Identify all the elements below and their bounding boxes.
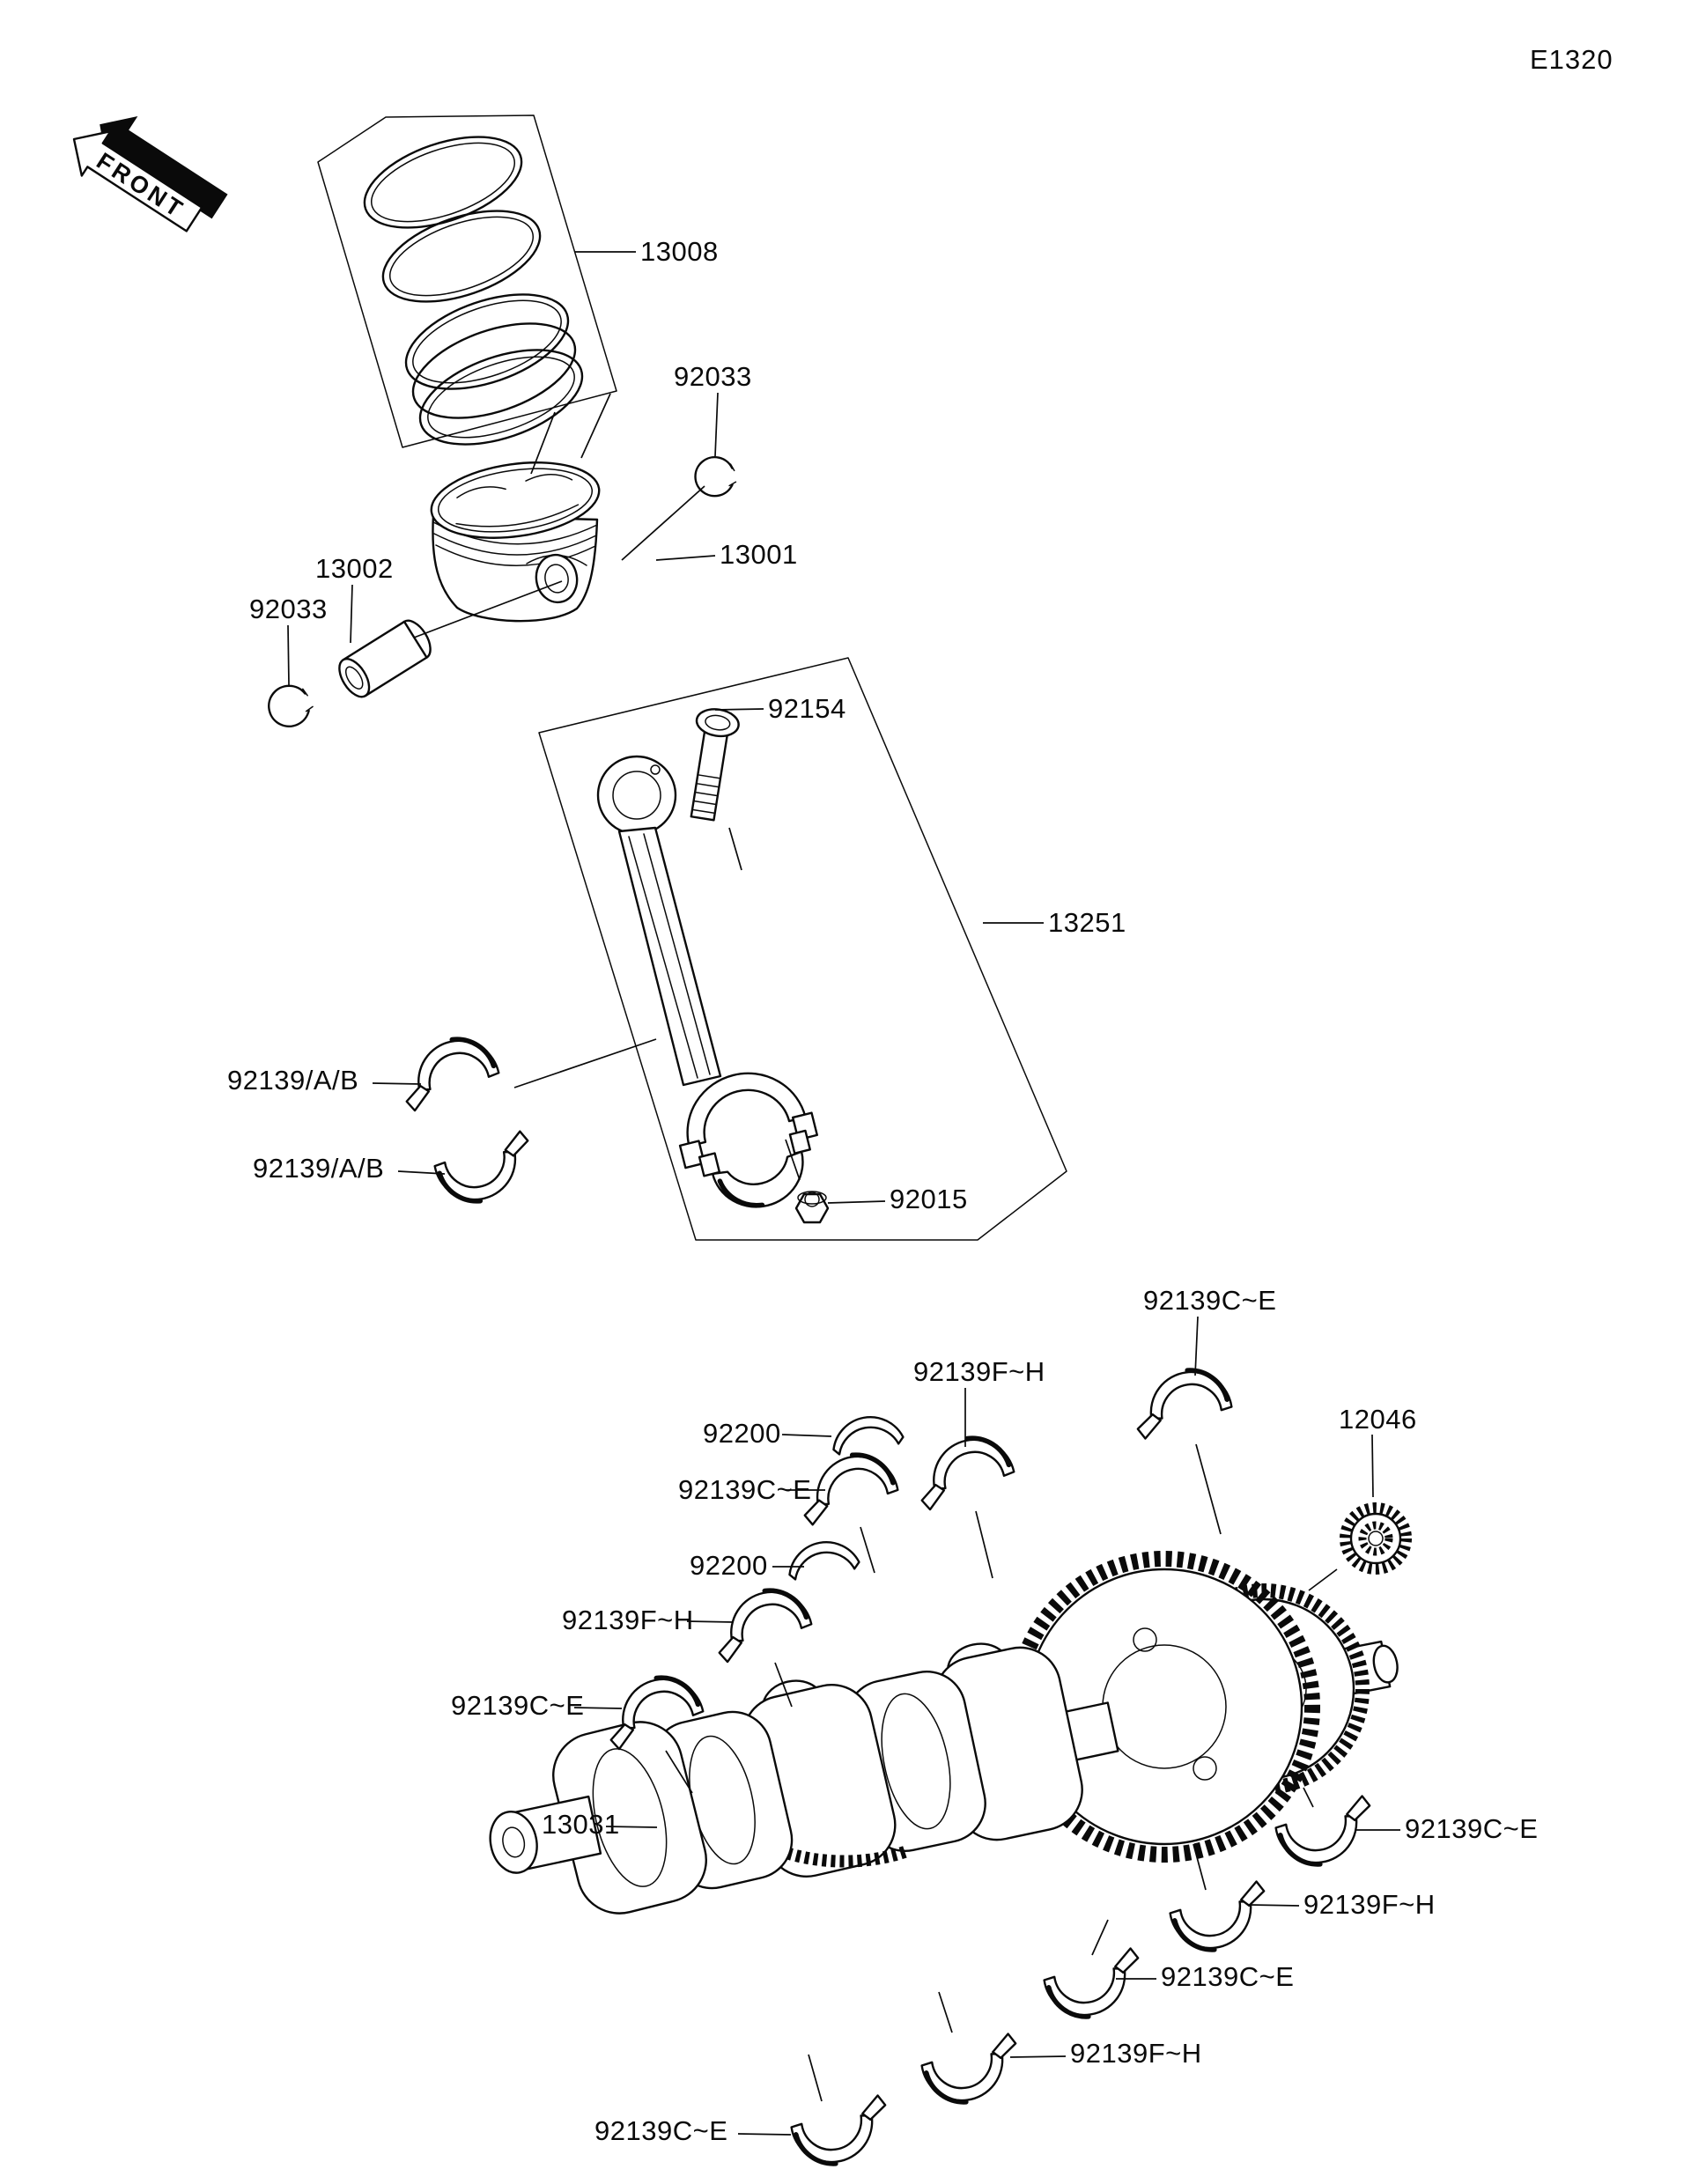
piston-pin-art bbox=[338, 619, 432, 698]
rod-bearing-upper-art bbox=[405, 1037, 500, 1112]
diagram-code: E1320 bbox=[1530, 44, 1613, 75]
part-label-13031[interactable]: 13031 bbox=[542, 1809, 620, 1840]
part-label-92033-b[interactable]: 92033 bbox=[249, 594, 328, 624]
main-bearing-art bbox=[920, 1435, 1015, 1511]
connector-lines bbox=[413, 393, 1338, 2102]
rod-panel-outline bbox=[538, 657, 1067, 1241]
part-label-92139-ab-1[interactable]: 92139/A/B bbox=[227, 1065, 359, 1096]
part-label-92139-fh-4[interactable]: 92139F~H bbox=[1070, 2038, 1202, 2069]
main-bearing-art bbox=[1043, 1947, 1140, 2019]
gear-12046-art bbox=[1340, 1502, 1412, 1575]
part-label-92139-ce-1[interactable]: 92139C~E bbox=[1143, 1285, 1277, 1316]
part-label-92200-b[interactable]: 92200 bbox=[690, 1550, 768, 1581]
main-bearing-art bbox=[920, 2033, 1017, 2105]
part-label-92139-ce-5[interactable]: 92139C~E bbox=[1161, 1961, 1295, 1992]
piston-art bbox=[430, 461, 601, 623]
main-bearing-art bbox=[1169, 1880, 1266, 1952]
thrust-washer-art bbox=[832, 1416, 905, 1456]
part-label-92139-ce-4[interactable]: 92139C~E bbox=[1405, 1813, 1539, 1844]
thrust-washer-art bbox=[788, 1541, 860, 1581]
circlip-left-art bbox=[268, 684, 314, 727]
main-bearing-art bbox=[1136, 1368, 1233, 1440]
part-label-92015[interactable]: 92015 bbox=[890, 1184, 968, 1214]
rod-cap-art bbox=[698, 1129, 811, 1208]
part-label-92139-ce-2[interactable]: 92139C~E bbox=[678, 1474, 812, 1505]
front-arrow-icon: FRONT bbox=[72, 115, 228, 232]
piston-ring-set-art bbox=[317, 114, 617, 448]
main-bearing-art bbox=[1274, 1795, 1371, 1867]
part-label-92139-fh-1[interactable]: 92139F~H bbox=[913, 1356, 1045, 1387]
part-label-92139-ce-6[interactable]: 92139C~E bbox=[594, 2115, 728, 2146]
rings-panel-outline bbox=[317, 114, 617, 448]
main-bearing-art bbox=[803, 1452, 899, 1526]
main-bearing-art bbox=[790, 2094, 887, 2166]
connecting-rod-art bbox=[538, 657, 1067, 1241]
crankshaft-art bbox=[489, 1551, 1399, 1915]
crank-gear-primary bbox=[1008, 1551, 1320, 1863]
circlip-right-art bbox=[694, 456, 737, 498]
part-label-12046[interactable]: 12046 bbox=[1339, 1404, 1417, 1435]
part-label-92154[interactable]: 92154 bbox=[768, 693, 846, 724]
part-label-13001[interactable]: 13001 bbox=[720, 539, 798, 570]
part-label-13002[interactable]: 13002 bbox=[315, 553, 394, 584]
part-label-92139-ab-2[interactable]: 92139/A/B bbox=[253, 1153, 385, 1184]
part-label-92139-fh-3[interactable]: 92139F~H bbox=[1303, 1889, 1436, 1920]
part-label-92200-a[interactable]: 92200 bbox=[703, 1418, 781, 1449]
callout-leader-lines bbox=[287, 251, 1400, 2136]
part-label-92139-ce-3[interactable]: 92139C~E bbox=[451, 1690, 585, 1721]
part-label-13008[interactable]: 13008 bbox=[640, 236, 719, 267]
main-bearing-art bbox=[718, 1588, 813, 1664]
part-label-92139-fh-2[interactable]: 92139F~H bbox=[562, 1605, 694, 1635]
part-label-13251[interactable]: 13251 bbox=[1048, 907, 1126, 938]
part-label-92033-a[interactable]: 92033 bbox=[674, 361, 752, 392]
main-bearing-art bbox=[609, 1675, 705, 1751]
rod-bearing-lower-art bbox=[433, 1130, 529, 1204]
nut-art bbox=[794, 1191, 830, 1224]
rod-bolt-art bbox=[690, 708, 740, 822]
